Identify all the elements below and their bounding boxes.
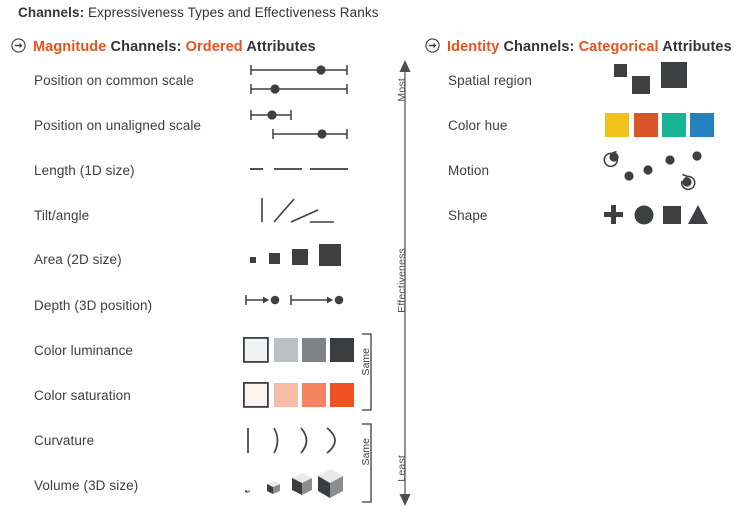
glyph-position-common-scale	[248, 62, 350, 96]
row-label-position-unaligned-scale: Position on unaligned scale	[34, 118, 202, 133]
row-label-length: Length (1D size)	[34, 163, 135, 178]
identity-word-categorical: Categorical	[578, 39, 659, 55]
glyph-curvature-arcs	[243, 425, 343, 457]
hue-swatch-yellow	[605, 113, 629, 137]
hue-swatch-teal	[662, 113, 686, 137]
magnitude-word-channels: Channels:	[106, 39, 186, 55]
bracket-luminance-saturation	[360, 333, 374, 411]
saturation-swatch-1	[242, 381, 269, 408]
volume-cube-1	[245, 489, 250, 493]
page-title-bold: Channels:	[18, 5, 85, 20]
glyph-luminance-swatches	[242, 336, 354, 363]
glyph-shape-marks	[603, 203, 708, 227]
volume-cube-2	[267, 481, 280, 494]
volume-cube-4	[318, 469, 343, 498]
luminance-swatch-1	[242, 336, 269, 363]
magnitude-word-ordered: Ordered	[185, 39, 243, 55]
identity-word-identity: Identity	[447, 39, 500, 55]
axis-label-least: Least	[396, 455, 408, 482]
row-label-curvature: Curvature	[34, 433, 95, 448]
row-label-color-saturation: Color saturation	[34, 388, 131, 403]
magnitude-word-attributes: Attributes	[242, 39, 316, 55]
axis-label-effectiveness: Effectiveness	[396, 248, 408, 313]
glyph-color-hue-swatches	[605, 113, 714, 138]
circle-mark	[634, 205, 654, 225]
glyph-tilt-lines	[258, 196, 338, 226]
identity-section-header: Identity Channels: Categorical Attribute…	[425, 38, 732, 55]
page-title-rest: Expressiveness Types and Effectiveness R…	[84, 5, 379, 20]
row-label-depth: Depth (3D position)	[34, 298, 153, 313]
hue-swatch-blue	[690, 113, 714, 137]
same-label-curvature-volume: Same	[360, 438, 372, 466]
luminance-swatch-3	[302, 338, 326, 362]
glyph-spatial-region-squares	[608, 60, 694, 94]
volume-cube-3	[292, 473, 312, 495]
glyph-volume-cubes	[240, 468, 343, 500]
luminance-swatch-4	[330, 338, 354, 362]
arrow-right-circle-icon	[425, 38, 440, 53]
row-label-tilt-angle: Tilt/angle	[34, 208, 90, 223]
plus-icon-h	[604, 212, 623, 217]
effectiveness-axis	[398, 60, 412, 506]
same-label-luminance-saturation: Same	[360, 348, 372, 376]
glyph-saturation-swatches	[242, 381, 354, 408]
bracket-curvature-volume	[360, 423, 374, 503]
hue-swatch-orange	[634, 113, 658, 137]
glyph-depth-arrows	[244, 292, 350, 308]
arrow-right-circle-icon	[11, 38, 26, 53]
glyph-length-bars	[248, 162, 350, 176]
saturation-swatch-2	[274, 383, 298, 407]
saturation-swatch-3	[302, 383, 326, 407]
identity-word-attributes: Attributes	[658, 39, 732, 55]
luminance-swatch-2	[274, 338, 298, 362]
row-label-shape: Shape	[448, 208, 488, 223]
axis-arrow-up-icon	[399, 60, 411, 72]
glyph-position-unaligned-scale	[248, 107, 350, 141]
row-label-spatial-region: Spatial region	[448, 73, 532, 88]
glyph-area-squares	[248, 242, 344, 270]
magnitude-word-magnitude: Magnitude	[33, 39, 107, 55]
identity-word-channels: Channels:	[499, 39, 579, 55]
row-label-area: Area (2D size)	[34, 252, 122, 267]
row-label-color-hue: Color hue	[448, 118, 508, 133]
saturation-swatch-4	[330, 383, 354, 407]
axis-label-most: Most	[396, 78, 408, 102]
glyph-motion-dots	[598, 148, 710, 192]
row-label-volume: Volume (3D size)	[34, 478, 139, 493]
motion-arc-icon	[603, 150, 696, 191]
magnitude-section-header: Magnitude Channels: Ordered Attributes	[11, 38, 316, 55]
triangle-mark	[688, 205, 708, 224]
row-label-position-common-scale: Position on common scale	[34, 73, 194, 88]
page-title: Channels: Expressiveness Types and Effec…	[18, 5, 379, 20]
square-mark	[663, 206, 681, 224]
axis-arrow-down-icon	[399, 494, 411, 506]
row-label-color-luminance: Color luminance	[34, 343, 134, 358]
row-label-motion: Motion	[448, 163, 490, 178]
